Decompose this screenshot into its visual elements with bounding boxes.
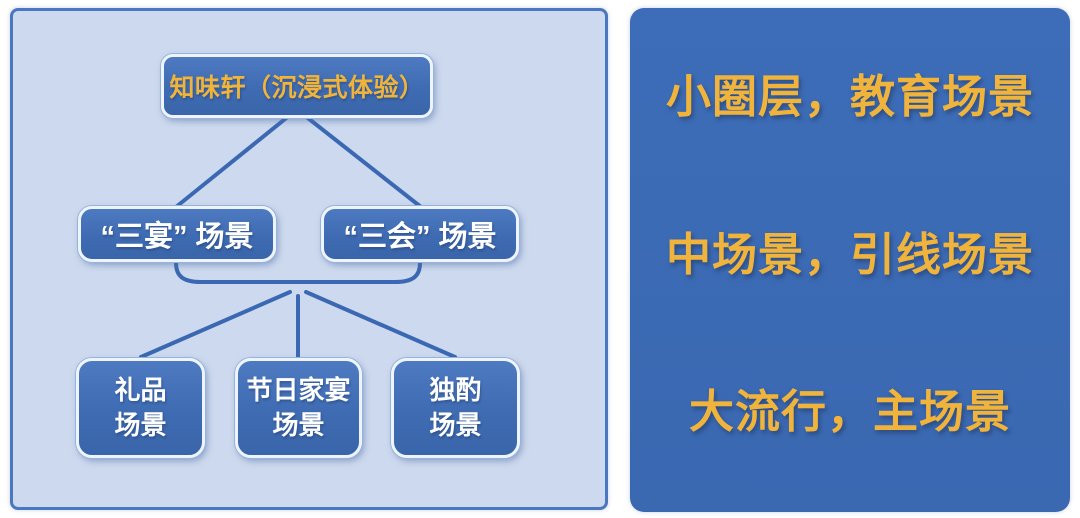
scene-node-three-meetings: “三会” 场景	[321, 206, 519, 262]
annotation-panel: 小圈层，教育场景 中场景，引线场景 大流行，主场景	[630, 8, 1070, 512]
connector-root-to-right	[302, 113, 423, 209]
scene-node-three-banquets: “三宴” 场景	[78, 206, 276, 262]
annotation-small-circle: 小圈层，教育场景	[665, 71, 1034, 122]
leaf-node-solo-drinking-scene: 独酌 场景	[391, 358, 520, 458]
connector-root-to-left	[174, 113, 292, 209]
root-node: 知味轩（沉浸式体验）	[161, 54, 433, 118]
annotation-mass-trend: 大流行，主场景	[688, 386, 1011, 437]
annotation-mid-scene: 中场景，引线场景	[665, 228, 1034, 280]
leaf-node-gift-scene: 礼品 场景	[76, 358, 205, 458]
connector-fan-right	[304, 290, 457, 359]
connector-fan-left	[139, 290, 292, 359]
diagram-panel: 知味轩（沉浸式体验） “三宴” 场景 “三会” 场景 礼品 场景 节日家宴 场景…	[10, 8, 608, 510]
connector-bracket	[174, 261, 422, 284]
leaf-node-festival-family-banquet-scene: 节日家宴 场景	[235, 358, 362, 458]
